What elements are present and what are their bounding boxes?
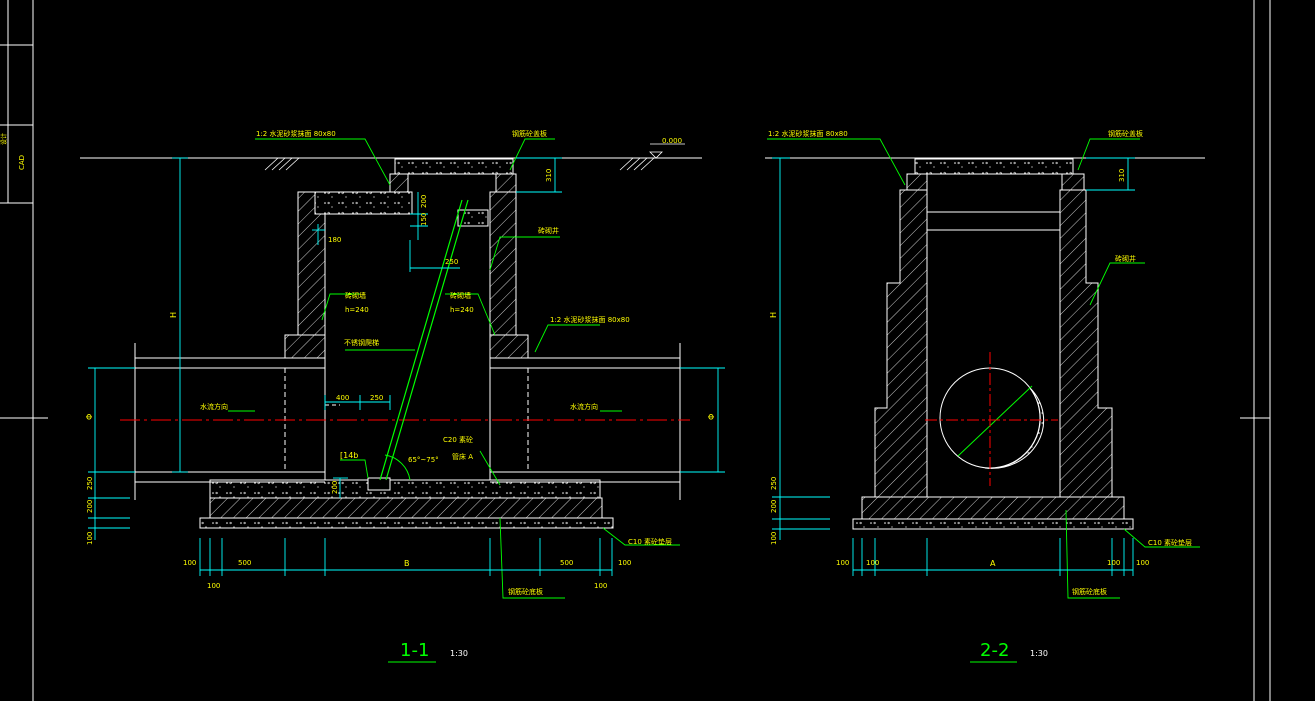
left-wall-2: [874, 189, 928, 498]
chamber-interior: [324, 358, 491, 480]
leaders-2: [767, 138, 1200, 599]
dim-250-v-1: 250: [86, 477, 94, 490]
dim-pipe-1r: Φ: [707, 414, 716, 420]
top-slab: [314, 191, 413, 215]
ground-symbol-right: [619, 143, 685, 171]
section-2-2: 1:2 水泥砂浆抹面 80x80 钢筋砼盖板 砖砌井 C10 素砼垫层 钢筋砼底…: [765, 129, 1205, 663]
label-c20: C20 素砼: [443, 435, 473, 444]
dim-cover-h-1: 310: [545, 169, 553, 182]
label-c10-2: C10 素砼垫层: [1148, 538, 1192, 547]
dim-100-c-1: 100: [618, 559, 631, 567]
dim-100-d-2: 100: [1136, 559, 1149, 567]
dim-100-b-2: 100: [866, 559, 879, 567]
section-title-2: 2-2: [980, 640, 1009, 661]
dim-400: 400: [336, 394, 349, 402]
base-slab: [209, 497, 603, 519]
outlet-pipe: [490, 343, 681, 500]
sump: [367, 477, 391, 491]
dim-h-2: H: [769, 312, 778, 318]
section-1-1: 1:2 水泥砂浆抹面 80x80 钢筋砼盖板 0.000 砖砌井 砖砌墙h=24…: [80, 129, 725, 663]
base-concrete: [209, 479, 601, 499]
dim-500-a-1: 500: [238, 559, 251, 567]
right-corbel: [489, 334, 529, 359]
dims-1: [88, 157, 725, 576]
section-scale-1: 1:30: [450, 649, 468, 658]
label-slope: 65°~75°: [408, 456, 439, 464]
base-slab-2: [861, 496, 1125, 520]
cover-plate: [394, 158, 514, 175]
cover-frame-right: [495, 173, 517, 193]
label-mortar-right: 1:2 水泥砂浆抹面 80x80: [550, 315, 630, 324]
label-flow-right: 水流方向: [570, 402, 598, 411]
pipe-diameter: [957, 385, 1033, 457]
top-slab-right: [457, 209, 489, 227]
label-cover-plate-1: 钢筋砼盖板: [512, 129, 547, 138]
dim-250: 250: [370, 394, 383, 402]
dim-100-v-2: 100: [770, 532, 778, 545]
leaders-1: [228, 138, 680, 599]
section-title-1: 1-1: [400, 640, 429, 661]
dim-200-sump: 200: [331, 481, 339, 494]
dim-a: A: [990, 559, 996, 568]
dim-100-a-2: 100: [836, 559, 849, 567]
right-wall-2: [1059, 189, 1113, 498]
cover-frame-left: [389, 173, 409, 193]
label-base-slab-2: 钢筋砼底板: [1072, 587, 1107, 596]
dim-100-c-2: 100: [1107, 559, 1120, 567]
dim-100-v-1: 100: [86, 532, 94, 545]
dim-200-v-1: 200: [86, 500, 94, 513]
dim-cover-h-2: 310: [1118, 169, 1126, 182]
label-flow-left: 水流方向: [200, 402, 228, 411]
ladder: [379, 199, 469, 481]
dim-200-v-2: 200: [770, 500, 778, 513]
dim-b: B: [404, 559, 410, 568]
cover-frame-left-2: [906, 173, 928, 191]
right-wall: [489, 191, 517, 336]
left-corbel: [284, 334, 326, 359]
title-block-text-b: CAD: [18, 155, 26, 170]
dim-180: 180: [328, 236, 341, 244]
label-angle-bar: [14b: [340, 451, 358, 460]
label-wall-a: 砖砌井: [538, 226, 559, 235]
label-c10-1: C10 素砼垫层: [628, 537, 672, 546]
dim-250-v-2: 250: [770, 477, 778, 490]
label-base-slab-1: 钢筋砼底板: [508, 587, 543, 596]
cover-frame-right-2: [1061, 173, 1085, 191]
dim-500-b-1: 500: [560, 559, 573, 567]
cushion-layer: [199, 517, 614, 529]
dim-100-d-1: 100: [594, 582, 607, 590]
label-cover-mortar-1: 1:2 水泥砂浆抹面 80x80: [256, 129, 336, 138]
cover-plate-2: [914, 158, 1074, 175]
dim-pipe-1: Φ: [85, 414, 94, 420]
label-bed: 管床 A: [452, 452, 473, 461]
label-ground-level: 0.000: [662, 137, 682, 145]
label-wall-2: 砖砌井: [1115, 254, 1136, 263]
dims-2: [772, 157, 1135, 576]
dim-250-top: 250: [445, 258, 458, 266]
label-ladder: 不锈钢爬梯: [344, 338, 379, 347]
section-scale-2: 1:30: [1030, 649, 1048, 658]
drawing-frame: [0, 0, 1271, 701]
dim-150: 150: [420, 213, 428, 226]
dim-100-b-1: 100: [207, 582, 220, 590]
pipe-wall-shade: [984, 387, 1045, 469]
dim-200: 200: [420, 195, 428, 208]
inlet-pipe: [134, 343, 325, 500]
dim-h-1: H: [169, 312, 178, 318]
title-block-text-a: 设计: [0, 133, 8, 145]
label-cover-plate-2: 钢筋砼盖板: [1108, 129, 1143, 138]
label-cover-mortar-2: 1:2 水泥砂浆抹面 80x80: [768, 129, 848, 138]
cushion-layer-2: [852, 518, 1134, 530]
dim-100-a-1: 100: [183, 559, 196, 567]
slope-arc: [384, 454, 411, 481]
ground-symbol-left: [264, 157, 300, 171]
chamber-rings-2: [927, 211, 1060, 231]
